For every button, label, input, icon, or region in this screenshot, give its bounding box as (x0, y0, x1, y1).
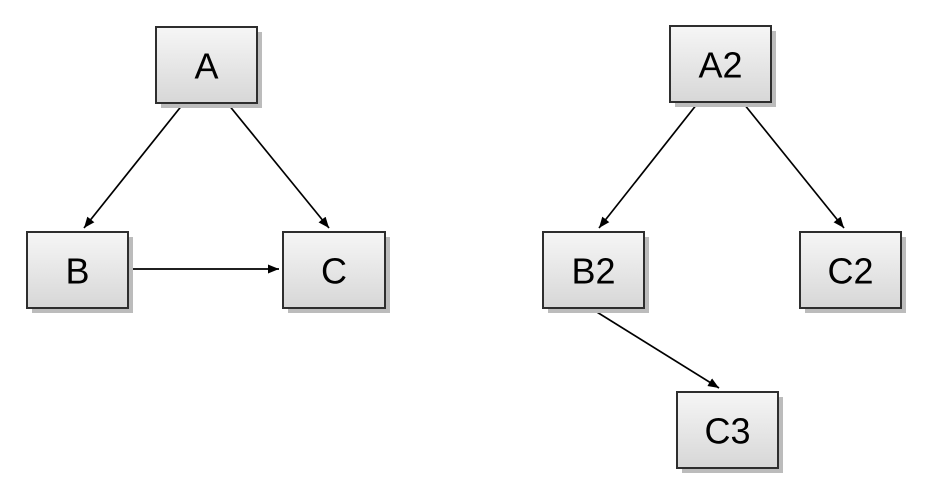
node-C3-box[interactable] (676, 391, 779, 469)
node-B-box[interactable] (26, 231, 129, 309)
edge-A2-C2[interactable] (743, 103, 845, 229)
node-C-box[interactable] (282, 231, 386, 309)
node-A-box[interactable] (155, 26, 258, 104)
edge-A-C[interactable] (227, 103, 330, 229)
node-B[interactable]: B (26, 231, 133, 313)
node-A[interactable]: A (155, 26, 262, 108)
node-A2[interactable]: A2 (669, 25, 776, 107)
node-C[interactable]: C (282, 231, 390, 313)
edge-B2-C3[interactable] (591, 308, 720, 389)
node-C3[interactable]: C3 (676, 391, 783, 473)
edge-A-B[interactable] (83, 103, 184, 229)
node-A2-box[interactable] (669, 25, 772, 103)
edge-A2-B2[interactable] (598, 103, 698, 229)
node-C2-box[interactable] (799, 231, 902, 309)
node-B2-box[interactable] (542, 231, 645, 309)
node-B2[interactable]: B2 (542, 231, 649, 313)
left-graph: A B C (26, 26, 390, 313)
node-C2[interactable]: C2 (799, 231, 906, 313)
